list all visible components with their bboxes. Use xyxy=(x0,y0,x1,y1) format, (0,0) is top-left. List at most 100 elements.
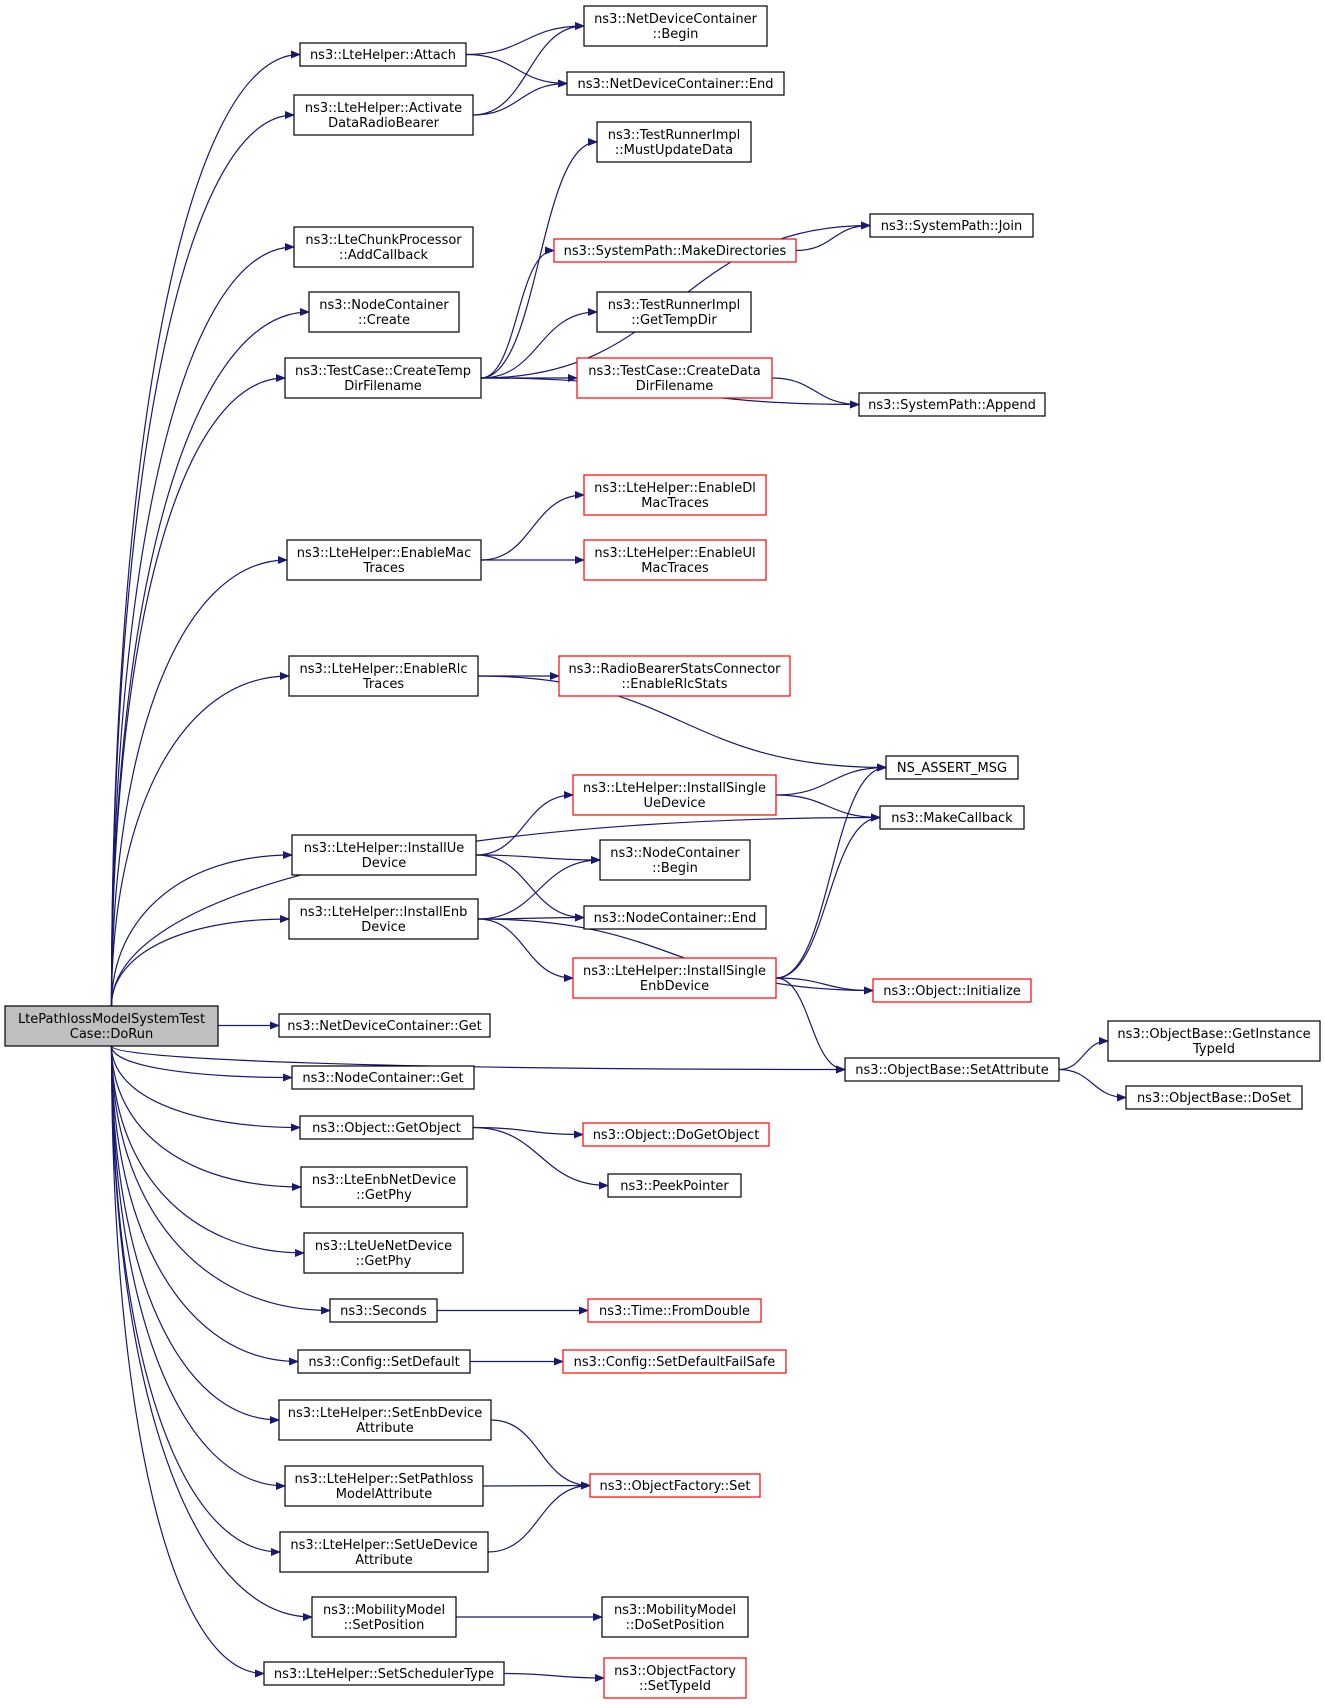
node-box xyxy=(284,1465,484,1507)
node-ndc_begin[interactable]: ns3::NetDeviceContainer::Begin xyxy=(583,5,768,47)
node-box xyxy=(587,1298,762,1323)
node-label: ns3::ObjectFactory xyxy=(614,1664,736,1679)
node-gettempdir[interactable]: ns3::TestRunnerImpl::GetTempDir xyxy=(596,291,752,333)
node-peekpointer[interactable]: ns3::PeekPointer xyxy=(607,1173,742,1198)
node-box xyxy=(572,774,777,816)
node-box xyxy=(562,1349,787,1374)
node-of_settypeid[interactable]: ns3::ObjectFactory::SetTypeId xyxy=(603,1657,747,1699)
node-label: ::SetPosition xyxy=(344,1618,425,1633)
node-sp_join[interactable]: ns3::SystemPath::Join xyxy=(869,213,1034,238)
node-fromdouble[interactable]: ns3::Time::FromDouble xyxy=(587,1298,762,1323)
node-label: ns3::LteHelper::Activate xyxy=(305,101,462,116)
node-addcallback[interactable]: ns3::LteChunkProcessor::AddCallback xyxy=(293,226,474,268)
node-nc_get[interactable]: ns3::NodeContainer::Get xyxy=(291,1065,475,1090)
node-assert[interactable]: NS_ASSERT_MSG xyxy=(885,755,1019,780)
edge-root-to-nc_create xyxy=(110,308,310,1007)
node-rbsc[interactable]: ns3::RadioBearerStatsConnector::EnableRl… xyxy=(558,655,791,697)
node-label: Traces xyxy=(362,561,404,576)
node-sp_makedirs[interactable]: ns3::SystemPath::MakeDirectories xyxy=(553,238,797,263)
node-of_set[interactable]: ns3::ObjectFactory::Set xyxy=(589,1473,761,1498)
node-label: EnbDevice xyxy=(640,979,709,994)
node-box xyxy=(299,1115,474,1140)
node-mustupdate[interactable]: ns3::TestRunnerImpl::MustUpdateData xyxy=(596,121,752,163)
node-box xyxy=(329,1298,438,1323)
node-setdefault[interactable]: ns3::Config::SetDefault xyxy=(297,1349,471,1374)
node-box xyxy=(858,392,1046,417)
node-label: ns3::ObjectFactory::Set xyxy=(599,1479,750,1494)
node-getobject[interactable]: ns3::Object::GetObject xyxy=(299,1115,474,1140)
node-box xyxy=(572,957,777,999)
node-enb_getphy[interactable]: ns3::LteEnbNetDevice::GetPhy xyxy=(300,1166,468,1208)
node-box xyxy=(1125,1085,1303,1110)
node-box xyxy=(596,291,752,333)
node-label: ::AddCallback xyxy=(339,248,429,263)
node-box xyxy=(869,213,1034,238)
node-mm_dosetpos[interactable]: ns3::MobilityModel::DoSetPosition xyxy=(601,1596,749,1638)
node-setpathloss[interactable]: ns3::LteHelper::SetPathlossModelAttribut… xyxy=(284,1465,484,1507)
edge-root-to-ue_getphy xyxy=(110,1045,305,1257)
node-label: ::GetPhy xyxy=(356,1188,412,1203)
node-setdefaultfs[interactable]: ns3::Config::SetDefaultFailSafe xyxy=(562,1349,787,1374)
edge-installue-to-nc_end xyxy=(475,854,585,922)
node-box xyxy=(279,1531,489,1573)
node-box xyxy=(293,94,474,136)
node-setscheduler[interactable]: ns3::LteHelper::SetSchedulerType xyxy=(263,1661,505,1686)
node-label: DataRadioBearer xyxy=(328,116,440,131)
node-nc_create[interactable]: ns3::NodeContainer::Create xyxy=(308,291,460,333)
node-attach[interactable]: ns3::LteHelper::Attach xyxy=(299,42,467,67)
node-box xyxy=(278,1399,492,1441)
edge-setscheduler-to-of_settypeid xyxy=(503,1672,605,1682)
node-label: ns3::SystemPath::Join xyxy=(881,219,1022,234)
node-ndc_get[interactable]: ns3::NetDeviceContainer::Get xyxy=(278,1013,491,1038)
edge-root-to-activate xyxy=(110,111,295,1007)
nodes-layer: LtePathlossModelSystemTestCase::DoRunns3… xyxy=(4,5,1321,1699)
node-box xyxy=(1107,1020,1321,1062)
node-box xyxy=(583,5,768,47)
edge-activate-to-ndc_end xyxy=(472,79,568,116)
node-sp_append[interactable]: ns3::SystemPath::Append xyxy=(858,392,1046,417)
node-box xyxy=(300,1166,468,1208)
node-box xyxy=(582,1122,770,1147)
node-ue_getphy[interactable]: ns3::LteUeNetDevice::GetPhy xyxy=(303,1232,464,1274)
node-label: ns3::TestCase::CreateTemp xyxy=(295,364,471,379)
node-doset[interactable]: ns3::ObjectBase::DoSet xyxy=(1125,1085,1303,1110)
node-mm_setpos[interactable]: ns3::MobilityModel::SetPosition xyxy=(311,1596,457,1638)
edge-installenb-to-nc_begin xyxy=(477,856,601,920)
edge-root-to-seconds xyxy=(110,1045,331,1315)
node-label: ::EnableRlcStats xyxy=(621,677,727,692)
node-label: ns3::Config::SetDefaultFailSafe xyxy=(574,1355,776,1370)
node-obj_init[interactable]: ns3::Object::Initialize xyxy=(872,978,1032,1003)
node-box xyxy=(872,978,1032,1003)
node-dogetobject[interactable]: ns3::Object::DoGetObject xyxy=(582,1122,770,1147)
node-nc_begin[interactable]: ns3::NodeContainer::Begin xyxy=(599,839,751,881)
node-label: ns3::LteHelper::EnableUl xyxy=(594,546,755,561)
node-setattribute[interactable]: ns3::ObjectBase::SetAttribute xyxy=(844,1057,1060,1082)
edge-installenb-to-installsingleenb xyxy=(477,918,574,982)
node-makecallback[interactable]: ns3::MakeCallback xyxy=(879,805,1025,830)
node-label: Case::DoRun xyxy=(70,1027,153,1042)
edge-createdata-to-sp_append xyxy=(771,377,860,409)
node-box xyxy=(263,1661,505,1686)
node-nc_end[interactable]: ns3::NodeContainer::End xyxy=(583,905,767,930)
edge-setenbattr-to-of_set xyxy=(490,1419,591,1490)
edge-root-to-enb_getphy xyxy=(110,1045,302,1191)
edge-attach-to-ndc_begin xyxy=(465,22,585,56)
node-ndc_end[interactable]: ns3::NetDeviceContainer::End xyxy=(566,71,785,96)
node-seconds[interactable]: ns3::Seconds xyxy=(329,1298,438,1323)
